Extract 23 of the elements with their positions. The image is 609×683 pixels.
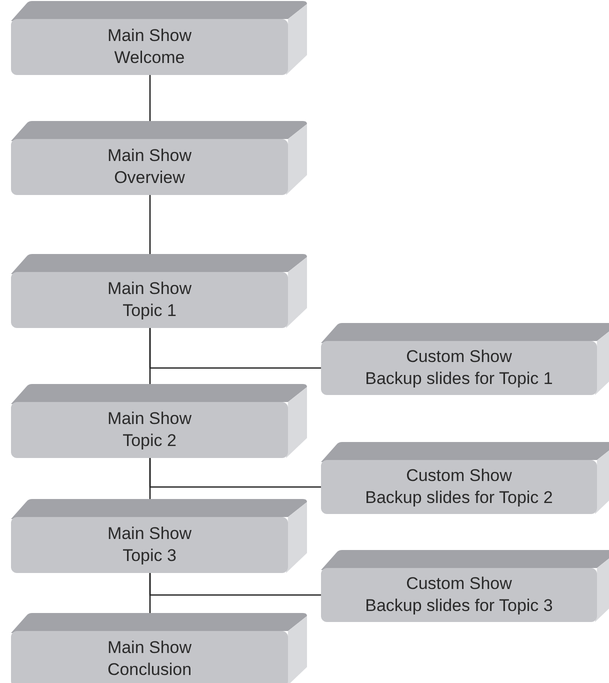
- block-label: Main Show: [106, 145, 193, 167]
- block-label: Topic 3: [122, 545, 178, 567]
- block-label: Topic 2: [122, 430, 178, 452]
- block-label: Custom Show: [405, 346, 513, 368]
- block-label: Main Show: [106, 278, 193, 300]
- connector-line: [149, 328, 321, 369]
- block-label: Custom Show: [405, 465, 513, 487]
- block-label: Main Show: [106, 25, 193, 47]
- block-label: Welcome: [113, 47, 186, 69]
- connector-line: [149, 573, 321, 596]
- block-label: Backup slides for Topic 3: [364, 595, 554, 617]
- connector-line: [149, 195, 151, 254]
- connector-line: [149, 75, 151, 121]
- block-label: Overview: [113, 167, 186, 189]
- block-label: Backup slides for Topic 2: [364, 487, 554, 509]
- block-label: Custom Show: [405, 573, 513, 595]
- block-label: Main Show: [106, 523, 193, 545]
- block-label: Main Show: [106, 637, 193, 659]
- block-label: Backup slides for Topic 1: [364, 368, 554, 390]
- block-label: Conclusion: [106, 659, 193, 681]
- connector-line: [149, 458, 321, 488]
- block-label: Topic 1: [122, 300, 178, 322]
- block-label: Main Show: [106, 408, 193, 430]
